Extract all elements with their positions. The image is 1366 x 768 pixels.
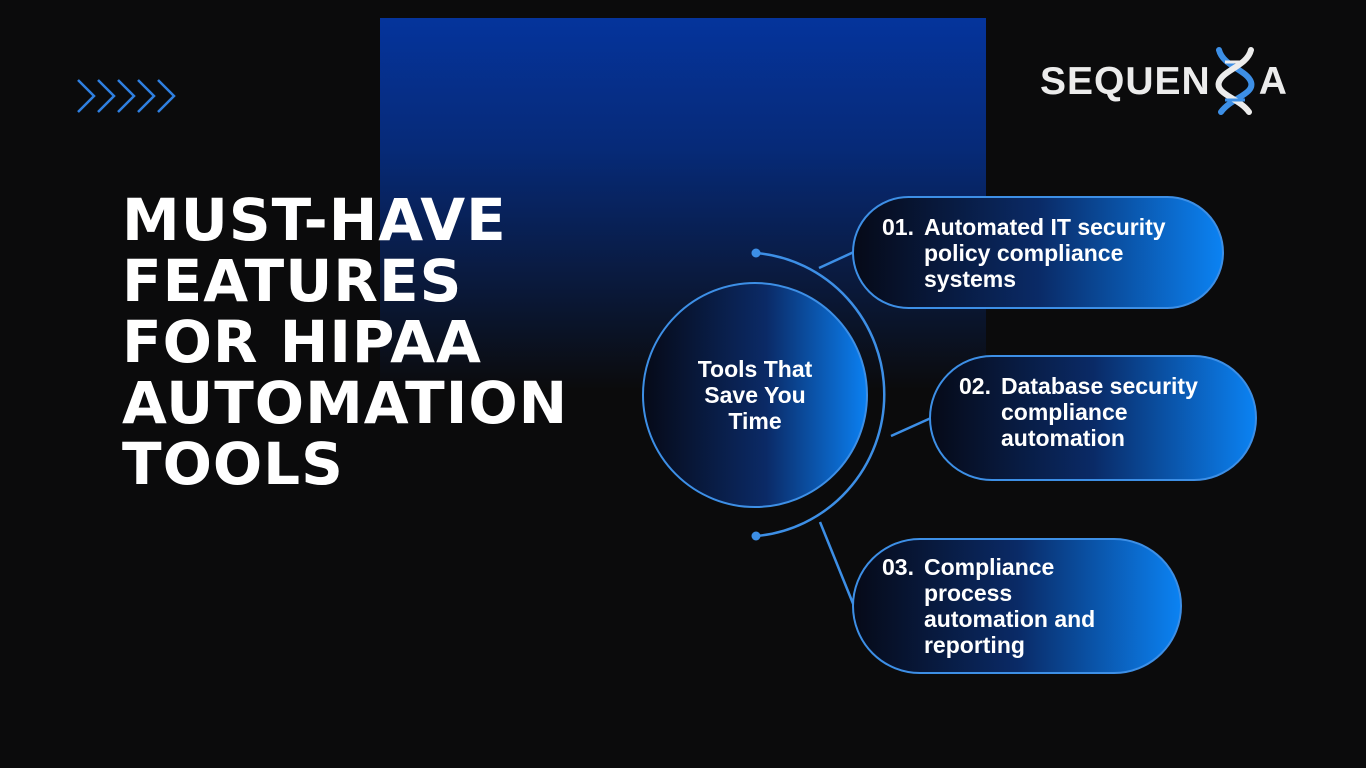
dna-helix-icon [1215, 47, 1254, 115]
chevron-arrows-icon [77, 79, 176, 113]
connector-line-3 [818, 521, 856, 607]
logo-text-right: A [1258, 59, 1288, 103]
title-line: AUTOMATION [122, 369, 569, 437]
feature-item-3: 03. Compliance process automation and re… [852, 538, 1182, 674]
hub-label: Tools That Save You Time [697, 356, 813, 434]
feature-number: 02. [959, 373, 991, 399]
feature-text: Compliance process automation and report… [923, 554, 1096, 658]
connector-line-2 [890, 416, 932, 438]
sequenza-logo: SEQUEN A [1040, 46, 1300, 116]
title-line: TOOLS [122, 430, 344, 498]
hub-circle: Tools That Save You Time [642, 282, 868, 508]
title-line: FEATURES [122, 247, 463, 315]
feature-number: 01. [882, 214, 914, 240]
page-title: MUST-HAVE FEATURES FOR HIPAA AUTOMATION … [122, 190, 602, 495]
arc-end-dot [751, 531, 761, 541]
feature-item-1: 01. Automated IT security policy complia… [852, 196, 1224, 309]
feature-item-2: 02. Database security compliance automat… [929, 355, 1257, 481]
title-line: MUST-HAVE [122, 186, 507, 254]
feature-text: Automated IT security policy compliance … [923, 214, 1166, 292]
feature-number: 03. [882, 554, 914, 580]
feature-text: Database security compliance automation [1000, 373, 1198, 451]
title-line: FOR HIPAA [122, 308, 482, 376]
logo-text-left: SEQUEN [1040, 59, 1211, 103]
